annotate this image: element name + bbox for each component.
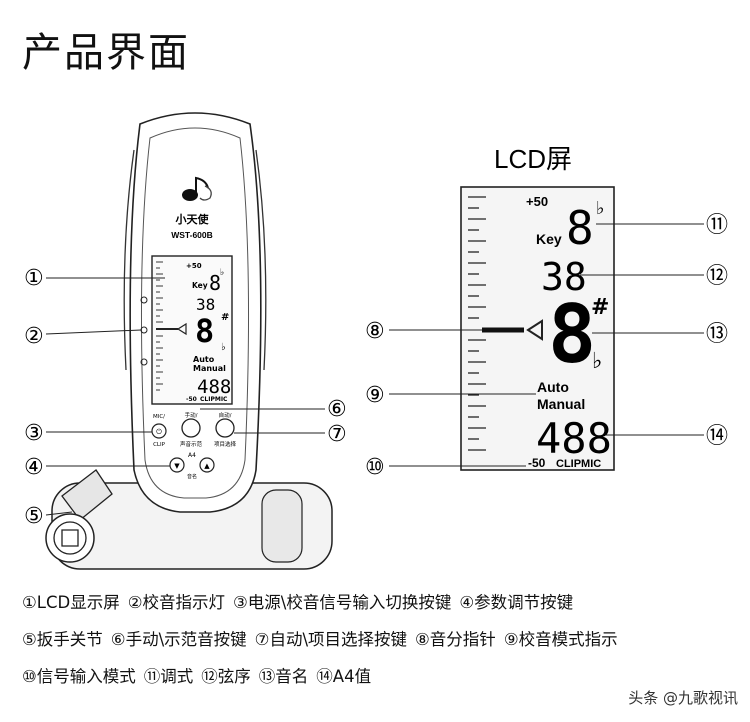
lcd-mode-auto: Auto [537, 379, 569, 395]
legend-row-2: ⑤扳手关节 ⑥手动\示范音按键 ⑦自动\项目选择按键 ⑧音分指针 ⑨校音模式指示 [22, 621, 742, 658]
marker-9: ⑨ [365, 383, 385, 408]
manual-label-top: 手动/ [185, 411, 198, 419]
device-plus50: +50 [186, 262, 202, 270]
marker-11: ⑪ [706, 213, 728, 238]
indicator-light-top [140, 296, 148, 304]
key-flat-icon: ♭ [596, 198, 605, 219]
product-diagram: 小天使 WST-600B +50 Key 8 ♭ 38 8 # ♭ Auto M… [24, 112, 728, 570]
pointer-arrow-icon [526, 319, 543, 341]
device-flat: ♭ [221, 342, 226, 353]
brand-logo [182, 176, 212, 201]
indicator-light-bottom [140, 358, 148, 366]
device-key-note: 8 [209, 271, 221, 295]
power-label-top: MIC/ [153, 414, 165, 420]
marker-7: ⑦ [327, 422, 347, 447]
legend-item: ③电源\校音信号输入切换按键 [233, 593, 452, 612]
right-grip [255, 149, 267, 371]
device-minus50: -50 [186, 396, 197, 403]
marker-2: ② [24, 324, 44, 349]
marker-10: ⑩ [365, 455, 385, 480]
left-grip [123, 149, 135, 371]
page-title: 产品界面 [22, 30, 190, 76]
model-name: WST-600B [171, 230, 213, 240]
lcd-mode-manual: Manual [537, 396, 585, 412]
lcd-a4-value: 488 [536, 414, 612, 463]
marker-12: ⑫ [706, 264, 728, 289]
marker-6: ⑥ [327, 397, 347, 422]
up-arrow-icon: ▲ [204, 462, 210, 470]
a4-label: A4 [188, 452, 196, 459]
marker-13: ⑬ [706, 322, 728, 347]
legend-item: ⑥手动\示范音按键 [110, 630, 247, 649]
lcd-main-note: 8 [548, 288, 596, 381]
param-down-button[interactable] [169, 457, 185, 473]
device-lcd-scale [156, 261, 178, 391]
manual-label-bottom: 声音示范 [180, 440, 203, 448]
param-up-button[interactable] [199, 457, 215, 473]
marker-5: ⑤ [24, 504, 44, 529]
brand-name: 小天使 [175, 212, 210, 226]
legend-item: ④参数调节按键 [459, 593, 574, 612]
marker-14: ⑭ [706, 424, 728, 449]
wrench-joint [45, 469, 113, 563]
device-mode-auto: Auto [193, 355, 215, 364]
marker-1: ① [24, 266, 44, 291]
legend-item: ⑪调式 [143, 667, 194, 686]
power-icon: ⏻ [156, 428, 162, 436]
down-arrow-icon: ▼ [174, 462, 180, 470]
sharp-icon: # [591, 295, 609, 320]
power-button[interactable] [151, 423, 167, 439]
marker-4: ④ [24, 455, 44, 480]
device-clip: CLIPMIC [200, 396, 228, 403]
auto-label-bottom: 项目选择 [214, 440, 237, 448]
legend-item: ⑩信号输入模式 [22, 667, 136, 686]
device-callouts: ① ② ③ ④ ⑤ ⑥ ⑦ [24, 266, 347, 529]
legend-item: ⑭A4值 [316, 667, 372, 686]
clip-hinge [261, 489, 303, 563]
lcd-scale [468, 196, 486, 451]
lcd-callouts: ⑪ ⑫ ⑬ ⑭ ⑧ ⑨ ⑩ [365, 213, 728, 480]
legend-row-1: ①LCD显示屏 ②校音指示灯 ③电源\校音信号输入切换按键 ④参数调节按键 [22, 584, 742, 621]
device-main-note: 8 [195, 312, 214, 350]
legend-item: ⑦自动\项目选择按键 [254, 630, 408, 649]
tuner-bezel [140, 127, 250, 499]
legend-item: ⑫弦序 [201, 667, 251, 686]
legend-item: ②校音指示灯 [127, 593, 226, 612]
legend: ①LCD显示屏 ②校音指示灯 ③电源\校音信号输入切换按键 ④参数调节按键 ⑤扳手关节… [22, 584, 742, 695]
lcd-minus50: -50 [528, 456, 546, 470]
lcd-key-label: Key [536, 231, 562, 247]
power-label-bottom: CLIP [153, 442, 166, 448]
flat-icon: ♭ [592, 349, 602, 374]
device-a4-value: 488 [197, 376, 231, 398]
watermark: 头条 @九歌视讯 [628, 689, 738, 707]
lcd-plus50: +50 [526, 194, 548, 209]
marker-8: ⑧ [365, 319, 385, 344]
a4-sub-label: 音名 [187, 473, 197, 480]
legend-row-3: ⑩信号输入模式 ⑪调式 ⑫弦序 ⑬音名 ⑭A4值 [22, 658, 742, 695]
auto-label-top: 自动/ [219, 411, 232, 419]
device-key: Key [192, 281, 208, 290]
legend-item: ⑧音分指针 [415, 630, 496, 649]
lcd-title: LCD屏 [494, 144, 572, 174]
manual-button[interactable] [181, 418, 201, 438]
device-mode-manual: Manual [193, 364, 226, 373]
legend-item: ⑬音名 [258, 667, 309, 686]
lcd-clip: CLIPMIC [556, 458, 601, 470]
tuner-device: 小天使 WST-600B +50 Key 8 ♭ 38 8 # ♭ Auto M… [45, 112, 333, 570]
legend-item: ⑨校音模式指示 [503, 630, 618, 649]
auto-button[interactable] [215, 418, 235, 438]
lcd-string-order: 38 [541, 255, 587, 299]
legend-item: ①LCD显示屏 [22, 593, 120, 612]
legend-item: ⑤扳手关节 [22, 630, 103, 649]
marker-3: ③ [24, 421, 44, 446]
lcd-key-note: 8 [566, 201, 594, 255]
device-sharp: # [221, 312, 229, 323]
device-pointer-arrow [176, 322, 187, 336]
device-key-flat: ♭ [220, 268, 224, 278]
device-string-order: 38 [196, 295, 215, 314]
